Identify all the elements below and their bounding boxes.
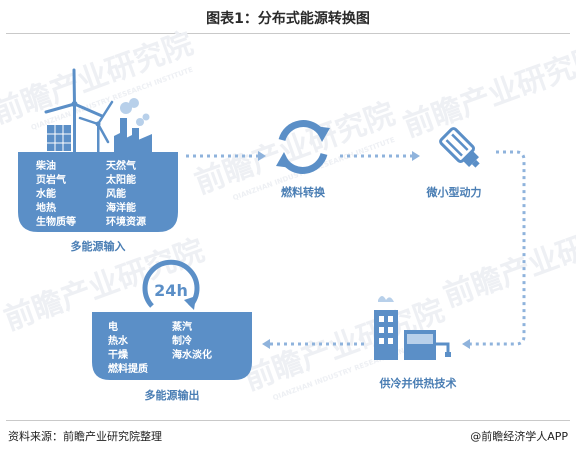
input-item: 生物质等 <box>36 215 76 228</box>
output-item: 蒸汽 <box>172 320 192 333</box>
micro-power: 微小型动力 <box>426 127 482 199</box>
output-item: 干燥 <box>108 348 129 361</box>
input-items: 柴油 天然气 页岩气 太阳能 水能 风能 地热 海洋能 生物质等 环境资源 <box>35 159 146 228</box>
watermark-text-3: 前瞻产业研究院 <box>399 40 576 145</box>
arrow-micro-to-supply <box>462 150 526 349</box>
input-block: 柴油 天然气 页岩气 太阳能 水能 风能 地热 海洋能 生物质等 环境资源 多能… <box>18 68 178 253</box>
arrow-input-to-fuel <box>186 151 266 161</box>
arrow-supply-to-output <box>262 339 364 349</box>
output-item: 制冷 <box>172 334 192 347</box>
output-label: 多能源输出 <box>145 388 200 402</box>
supply-system: 供冷并供热技术 <box>374 296 457 390</box>
input-item: 水能 <box>35 187 56 200</box>
lightbulb-icon <box>439 127 480 168</box>
output-item: 热水 <box>108 334 129 347</box>
fuel-conversion: 燃料转换 <box>276 120 330 199</box>
source-note: 资料来源：前瞻产业研究院整理 <box>8 430 162 443</box>
clock-badge: 24h <box>154 281 188 300</box>
building-icon <box>374 296 451 360</box>
supply-label: 供冷并供热技术 <box>379 376 457 390</box>
fuel-label: 燃料转换 <box>280 185 326 199</box>
input-item: 天然气 <box>106 159 136 172</box>
bottom-divider <box>6 420 570 421</box>
input-item: 海洋能 <box>106 201 136 214</box>
solar-panel-icon <box>47 125 71 151</box>
factory-icon <box>114 98 152 152</box>
flow-arrows <box>186 150 526 349</box>
output-item: 海水淡化 <box>172 348 212 361</box>
micro-label: 微小型动力 <box>426 185 482 199</box>
output-box <box>92 312 252 380</box>
output-item: 电 <box>108 320 118 333</box>
wind-turbine-icon <box>44 68 114 152</box>
input-item: 太阳能 <box>105 173 136 186</box>
output-items: 电 蒸汽 热水 制冷 干燥 海水淡化 燃料提质 <box>108 320 212 375</box>
input-item: 风能 <box>106 187 126 200</box>
chart-title: 图表1：分布式能源转换图 <box>206 11 370 27</box>
credit-note: @前瞻经济学人APP <box>470 430 568 443</box>
clock-24h-icon: 24h <box>142 259 200 310</box>
input-item: 页岩气 <box>36 173 66 186</box>
cycle-arrows-icon <box>276 120 330 174</box>
input-item: 环境资源 <box>106 215 146 228</box>
input-label: 多能源输入 <box>71 239 126 253</box>
input-item: 柴油 <box>35 159 56 172</box>
top-divider <box>6 33 570 34</box>
input-item: 地热 <box>36 201 56 214</box>
output-block: 24h 电 蒸汽 热水 制冷 干燥 海水淡化 燃料提质 多能源输出 <box>92 259 252 402</box>
watermark-text-6: 前瞻产业研究院 <box>439 210 576 315</box>
output-item: 燃料提质 <box>108 362 148 375</box>
arrow-fuel-to-micro <box>340 151 420 161</box>
input-box <box>18 152 178 232</box>
